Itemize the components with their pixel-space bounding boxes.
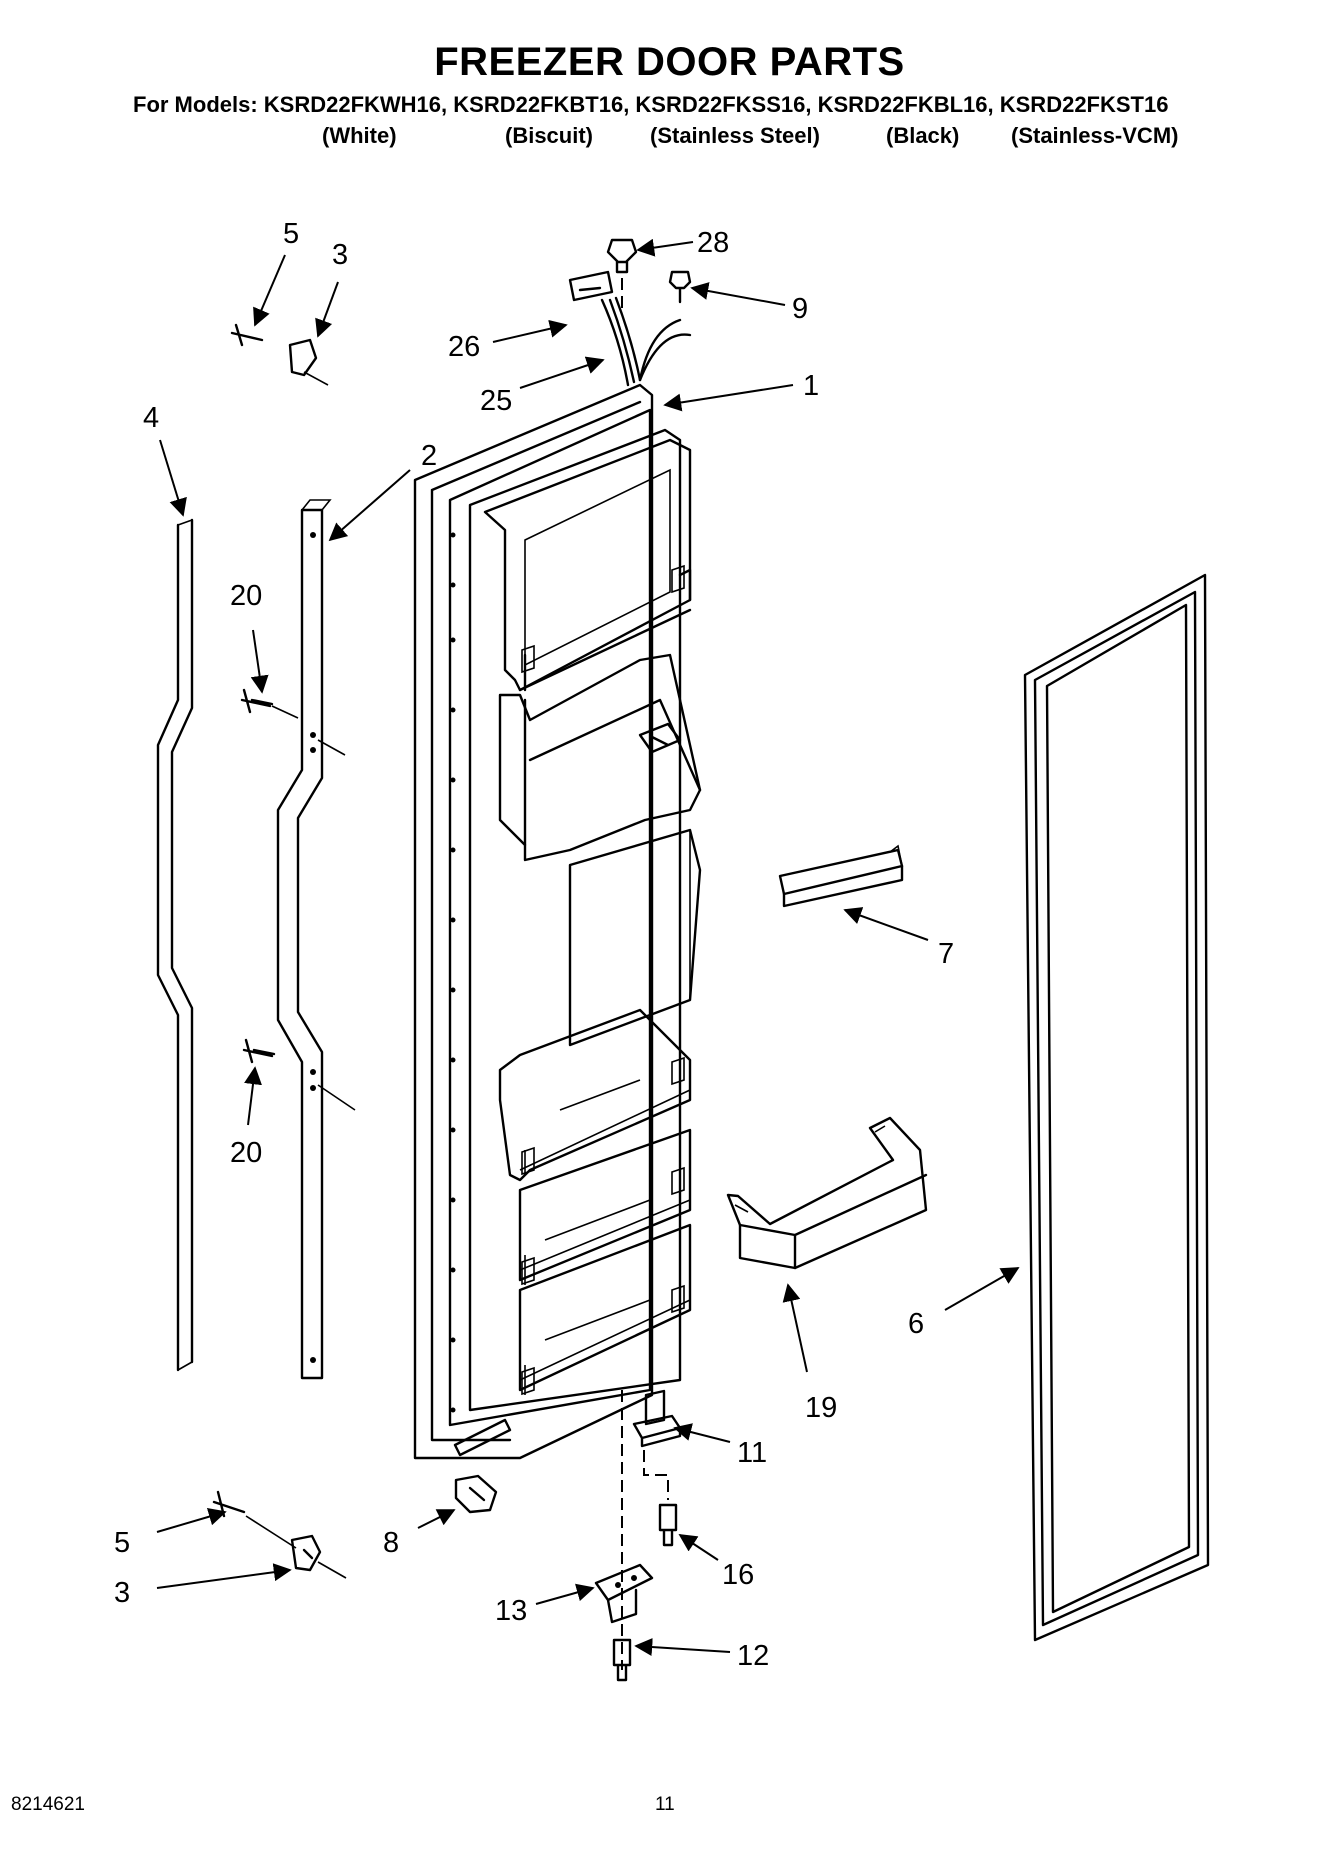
leader-25: [519, 356, 605, 389]
leader-5-top: [253, 254, 286, 327]
leader-7: [843, 907, 929, 941]
part-1-door: [413, 383, 702, 1460]
part-12-screw: [612, 1638, 632, 1682]
dash-hinge-link: [643, 1450, 669, 1500]
leader-1: [663, 384, 794, 412]
leader-5-bottom: [156, 1507, 227, 1533]
page-number: 11: [655, 1794, 675, 1815]
color-black: (Black): [886, 123, 960, 148]
callout-1: 1: [803, 370, 819, 402]
leader-2: [328, 469, 411, 542]
callout-28: 28: [697, 227, 729, 259]
page-title: FREEZER DOOR PARTS: [434, 40, 905, 84]
leader-26: [492, 319, 568, 343]
part-20-screw-lower: [242, 1038, 276, 1064]
callout-26: 26: [448, 331, 480, 363]
leader-19: [782, 1283, 808, 1373]
color-stainless-steel: (Stainless Steel): [650, 123, 820, 148]
leader-12: [634, 1638, 731, 1657]
callout-20-lower: 20: [230, 1137, 262, 1169]
part-20-screw-upper: [240, 688, 299, 719]
leader-11: [673, 1423, 731, 1443]
part-6-gasket: [1023, 573, 1210, 1642]
callout-9: 9: [792, 293, 808, 325]
part-7-track: [778, 844, 904, 908]
leader-20-lower: [244, 1066, 262, 1126]
callout-5-top: 5: [283, 218, 299, 250]
door-edge-holes: [450, 532, 456, 1413]
part-13-hinge-plate: [594, 1563, 654, 1624]
callout-4: 4: [143, 402, 159, 434]
leader-6: [944, 1267, 1020, 1311]
callout-labels: 5 3 4 2 20 20 28 9 26 25 1 7 6 19 11 16 …: [114, 218, 954, 1672]
callout-25: 25: [480, 385, 512, 417]
leader-lines: [156, 238, 1020, 1657]
leader-3-bottom: [156, 1563, 292, 1589]
callout-2: 2: [421, 440, 437, 472]
callout-11: 11: [737, 1437, 767, 1469]
color-biscuit: (Biscuit): [505, 123, 593, 148]
leader-16: [678, 1534, 719, 1561]
leader-13: [535, 1583, 595, 1605]
callout-3-top: 3: [332, 239, 348, 271]
part-2-trim: [276, 499, 356, 1380]
models-line: For Models: KSRD22FKWH16, KSRD22FKBT16, …: [133, 92, 1169, 117]
leader-4: [159, 439, 187, 517]
part-16-screw: [658, 1503, 678, 1547]
leader-20-upper: [250, 629, 269, 694]
callout-20-upper: 20: [230, 580, 262, 612]
color-white: (White): [322, 123, 397, 148]
callout-3-bottom: 3: [114, 1577, 130, 1609]
part-4-strip: [156, 518, 194, 1372]
part-8-bushing: [454, 1474, 498, 1514]
part-28-plug: [606, 238, 638, 274]
callout-8: 8: [383, 1527, 399, 1559]
part-5-screw-bottom: [212, 1490, 297, 1549]
part-25-wire-harness: [600, 296, 692, 387]
leader-3-top: [315, 281, 339, 338]
leader-9: [690, 282, 786, 306]
color-stainless-vcm: (Stainless-VCM): [1011, 123, 1179, 148]
callout-13: 13: [495, 1595, 527, 1627]
part-19-shelf: [726, 1116, 928, 1270]
callout-6: 6: [908, 1308, 924, 1340]
callout-19: 19: [805, 1392, 837, 1424]
leader-28: [636, 238, 694, 257]
part-26-connector: [568, 270, 614, 302]
part-9-screw: [668, 270, 692, 304]
callout-12: 12: [737, 1640, 769, 1672]
callout-7: 7: [938, 938, 954, 970]
part-3-bracket-top: [288, 338, 329, 386]
callout-5-bottom: 5: [114, 1527, 130, 1559]
doc-number: 8214621: [11, 1794, 85, 1815]
callout-16: 16: [722, 1559, 754, 1591]
part-3-bracket-bottom: [290, 1534, 347, 1579]
leader-8: [417, 1509, 456, 1529]
part-5-screw-top: [230, 323, 264, 347]
